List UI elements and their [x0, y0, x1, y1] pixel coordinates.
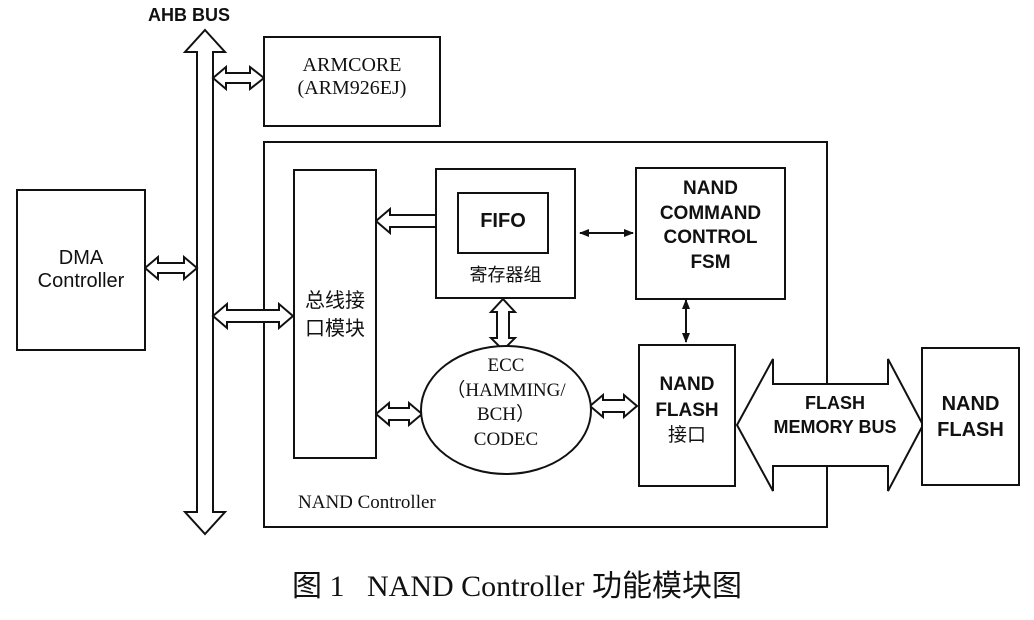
nand-flash-label: NAND FLASH — [937, 393, 1004, 441]
ahb-bus-label: AHB BUS — [148, 5, 231, 25]
dma-bus-arrow — [143, 254, 199, 282]
fifo-label: FIFO — [480, 210, 526, 232]
dma-controller-label: DMA Controller — [37, 247, 125, 292]
ecc-flash-arrow — [588, 392, 639, 420]
nand-command-fsm-label: NAND COMMAND CONTROL FSM — [659, 178, 762, 274]
register-group-label: 寄存器组 — [469, 265, 542, 286]
nand-controller-label: NAND Controller — [298, 492, 436, 513]
nand-command-fsm-block: NAND COMMAND CONTROL FSM — [635, 167, 786, 300]
nand-flash-interface-block: NAND FLASH 接口 — [638, 344, 736, 487]
dma-controller-block: DMA Controller — [16, 189, 146, 351]
ecc-label: ECC （HAMMING/ BCH） CODEC — [446, 355, 566, 451]
register-group-block: FIFO 寄存器组 — [435, 168, 576, 299]
nand-flash-interface-label: NAND FLASH 接口 — [655, 374, 719, 447]
flash-memory-bus-label: FLASH MEMORY BUS — [773, 393, 897, 438]
figure-caption: 图 1 NAND Controller 功能模块图 — [292, 570, 742, 603]
registers-ecc-arrow — [488, 297, 518, 352]
bus-armcore-arrow — [211, 64, 266, 92]
interface-ecc-arrow — [374, 400, 424, 428]
ecc-shape — [420, 345, 592, 475]
nand-flash-block: NAND FLASH — [921, 347, 1020, 486]
ahb-bus-arrow — [182, 28, 228, 536]
armcore-label: ARMCORE (ARM926EJ) — [297, 54, 407, 99]
nand-controller-frame — [263, 141, 828, 528]
bus-interface-arrow — [211, 301, 295, 331]
fifo-block: FIFO — [457, 192, 549, 254]
bus-interface-label: 总线接 口模块 — [305, 288, 365, 340]
armcore-block: ARMCORE (ARM926EJ) — [263, 36, 441, 127]
bus-interface-block: 总线接 口模块 — [293, 169, 377, 459]
